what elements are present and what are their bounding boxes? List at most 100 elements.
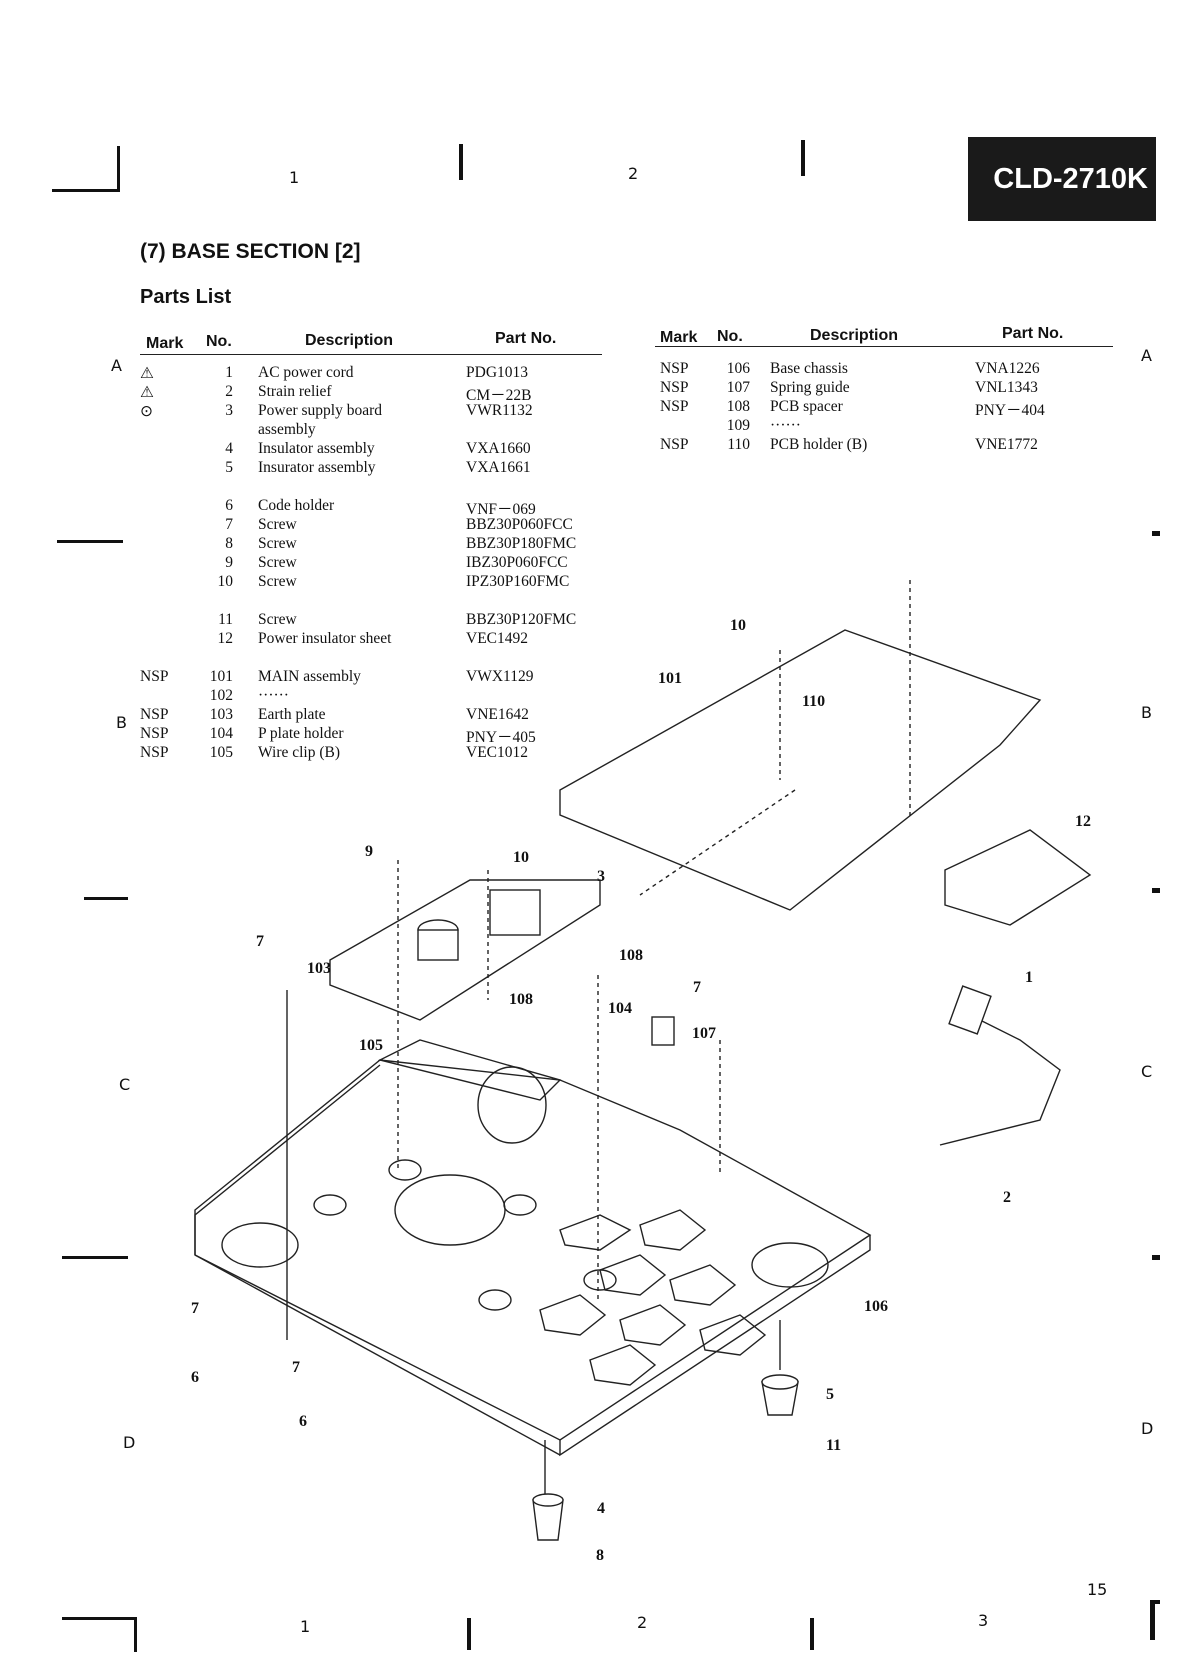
part-code: VNE1642: [466, 706, 529, 723]
part-description: PCB spacer: [770, 398, 843, 415]
part-mark: NSP: [140, 725, 169, 742]
crop-mark-bottom-left-v: [134, 1617, 137, 1652]
crop-mark-bottom-right-h: [1150, 1600, 1160, 1604]
part-number-index: 10: [217, 573, 234, 590]
grid-row-d-right: D: [1141, 1419, 1154, 1438]
part-code: VXA1661: [466, 459, 531, 476]
part-description: P plate holder: [258, 725, 344, 742]
part-mark: NSP: [660, 436, 689, 453]
part-mark: NSP: [140, 668, 169, 685]
grid-col-2-top: 2: [628, 164, 639, 183]
grid-row-c-left: C: [119, 1075, 131, 1094]
divider-left-1: [57, 540, 123, 543]
part-number-index: 3: [225, 402, 233, 419]
grid-col-1-top: 1: [289, 168, 300, 187]
part-number-index: 6: [225, 497, 233, 514]
part-description: Screw: [258, 611, 297, 628]
grid-row-a-right: A: [1141, 346, 1152, 365]
label-10a: 10: [513, 849, 529, 866]
part-code: CM－22B: [466, 387, 532, 404]
part-code: VEC1012: [466, 744, 528, 761]
part-number-index: 110: [727, 436, 750, 453]
right-header-part-no: Part No.: [1002, 325, 1064, 342]
left-header-rule: [140, 354, 602, 355]
left-header-part-no: Part No.: [495, 330, 557, 347]
grid-row-d-left: D: [123, 1433, 136, 1452]
grid-col-3-bottom: 3: [978, 1611, 989, 1630]
part-description: PCB holder (B): [770, 436, 868, 453]
part-number-index: 11: [218, 611, 233, 628]
part-number-index: 105: [209, 744, 233, 761]
part-description: Insurator assembly: [258, 459, 376, 476]
section-title: (7) BASE SECTION [2]: [140, 240, 361, 263]
part-code: VNF－069: [466, 501, 536, 518]
part-number-index: 109: [726, 417, 750, 434]
crop-mark-top-left-h: [52, 189, 120, 192]
label-108a: 108: [619, 947, 643, 964]
part-mark: NSP: [660, 398, 689, 415]
part-code: PNY－405: [466, 729, 536, 746]
label-103: 103: [307, 960, 331, 977]
part-description: AC power cord: [258, 364, 354, 381]
grid-col-2-bottom: 2: [637, 1613, 648, 1632]
part-code: VWX1129: [466, 668, 534, 685]
part-number-index: 4: [225, 440, 233, 457]
part-code: IBZ30P060FCC: [466, 554, 568, 571]
right-header-description: Description: [810, 327, 899, 344]
part-description: assembly: [258, 421, 316, 438]
page-number: 15: [1087, 1580, 1108, 1599]
label-106: 106: [864, 1298, 888, 1315]
label-12: 12: [1075, 813, 1091, 830]
part-description: Insulator assembly: [258, 440, 375, 457]
part-code: BBZ30P120FMC: [466, 611, 577, 628]
model-name: CLD-2710K: [993, 162, 1148, 195]
part-number-index: 1: [225, 364, 233, 381]
divider-left-3: [62, 1256, 128, 1259]
label-11: 11: [826, 1437, 841, 1454]
label-108b: 108: [509, 991, 533, 1008]
part-code: BBZ30P180FMC: [466, 535, 577, 552]
grid-row-b-left: B: [116, 713, 127, 732]
divider-left-2: [84, 897, 128, 900]
part-description: Code holder: [258, 497, 335, 514]
crop-mark-top-left-v: [117, 146, 120, 191]
divider-top-2: [801, 140, 805, 176]
insulator-sheet-outline: [944, 829, 1092, 926]
part-number-index: 108: [726, 398, 750, 415]
label-7d: 7: [292, 1359, 300, 1376]
crop-mark-bottom-right-v: [1150, 1600, 1155, 1640]
part-code: VWR1132: [466, 402, 533, 419]
part-number-index: 8: [225, 535, 233, 552]
label-110: 110: [802, 693, 825, 710]
label-104: 104: [608, 1000, 632, 1017]
label-107: 107: [692, 1025, 716, 1042]
grid-col-1-bottom: 1: [300, 1617, 311, 1636]
part-number-index: 12: [217, 630, 234, 647]
grid-row-a-left: A: [111, 356, 122, 375]
power-board-outline: [329, 879, 601, 1021]
label-6a: 6: [191, 1369, 199, 1386]
part-number-index: 102: [209, 687, 233, 704]
part-code: PDG1013: [466, 364, 529, 381]
part-description: Screw: [258, 535, 297, 552]
base-chassis-outline: [194, 1059, 872, 1441]
part-number-index: 106: [726, 360, 750, 377]
parts-list-title: Parts List: [140, 286, 232, 308]
part-description: MAIN assembly: [258, 668, 361, 685]
part-number-index: 103: [209, 706, 233, 723]
label-5: 5: [826, 1386, 834, 1403]
label-3: 3: [597, 868, 605, 885]
part-description: Strain relief: [258, 383, 332, 400]
part-mark: ⊙: [140, 403, 153, 420]
part-description: Earth plate: [258, 706, 326, 723]
part-code: VXA1660: [466, 440, 531, 457]
part-description: ······: [770, 417, 801, 434]
part-code: VNA1226: [975, 360, 1040, 377]
part-description: ······: [258, 687, 289, 704]
part-number-index: 7: [225, 516, 233, 533]
label-6b: 6: [299, 1413, 307, 1430]
label-7b: 7: [693, 979, 701, 996]
part-mark: NSP: [660, 379, 689, 396]
part-number-index: 107: [726, 379, 750, 396]
